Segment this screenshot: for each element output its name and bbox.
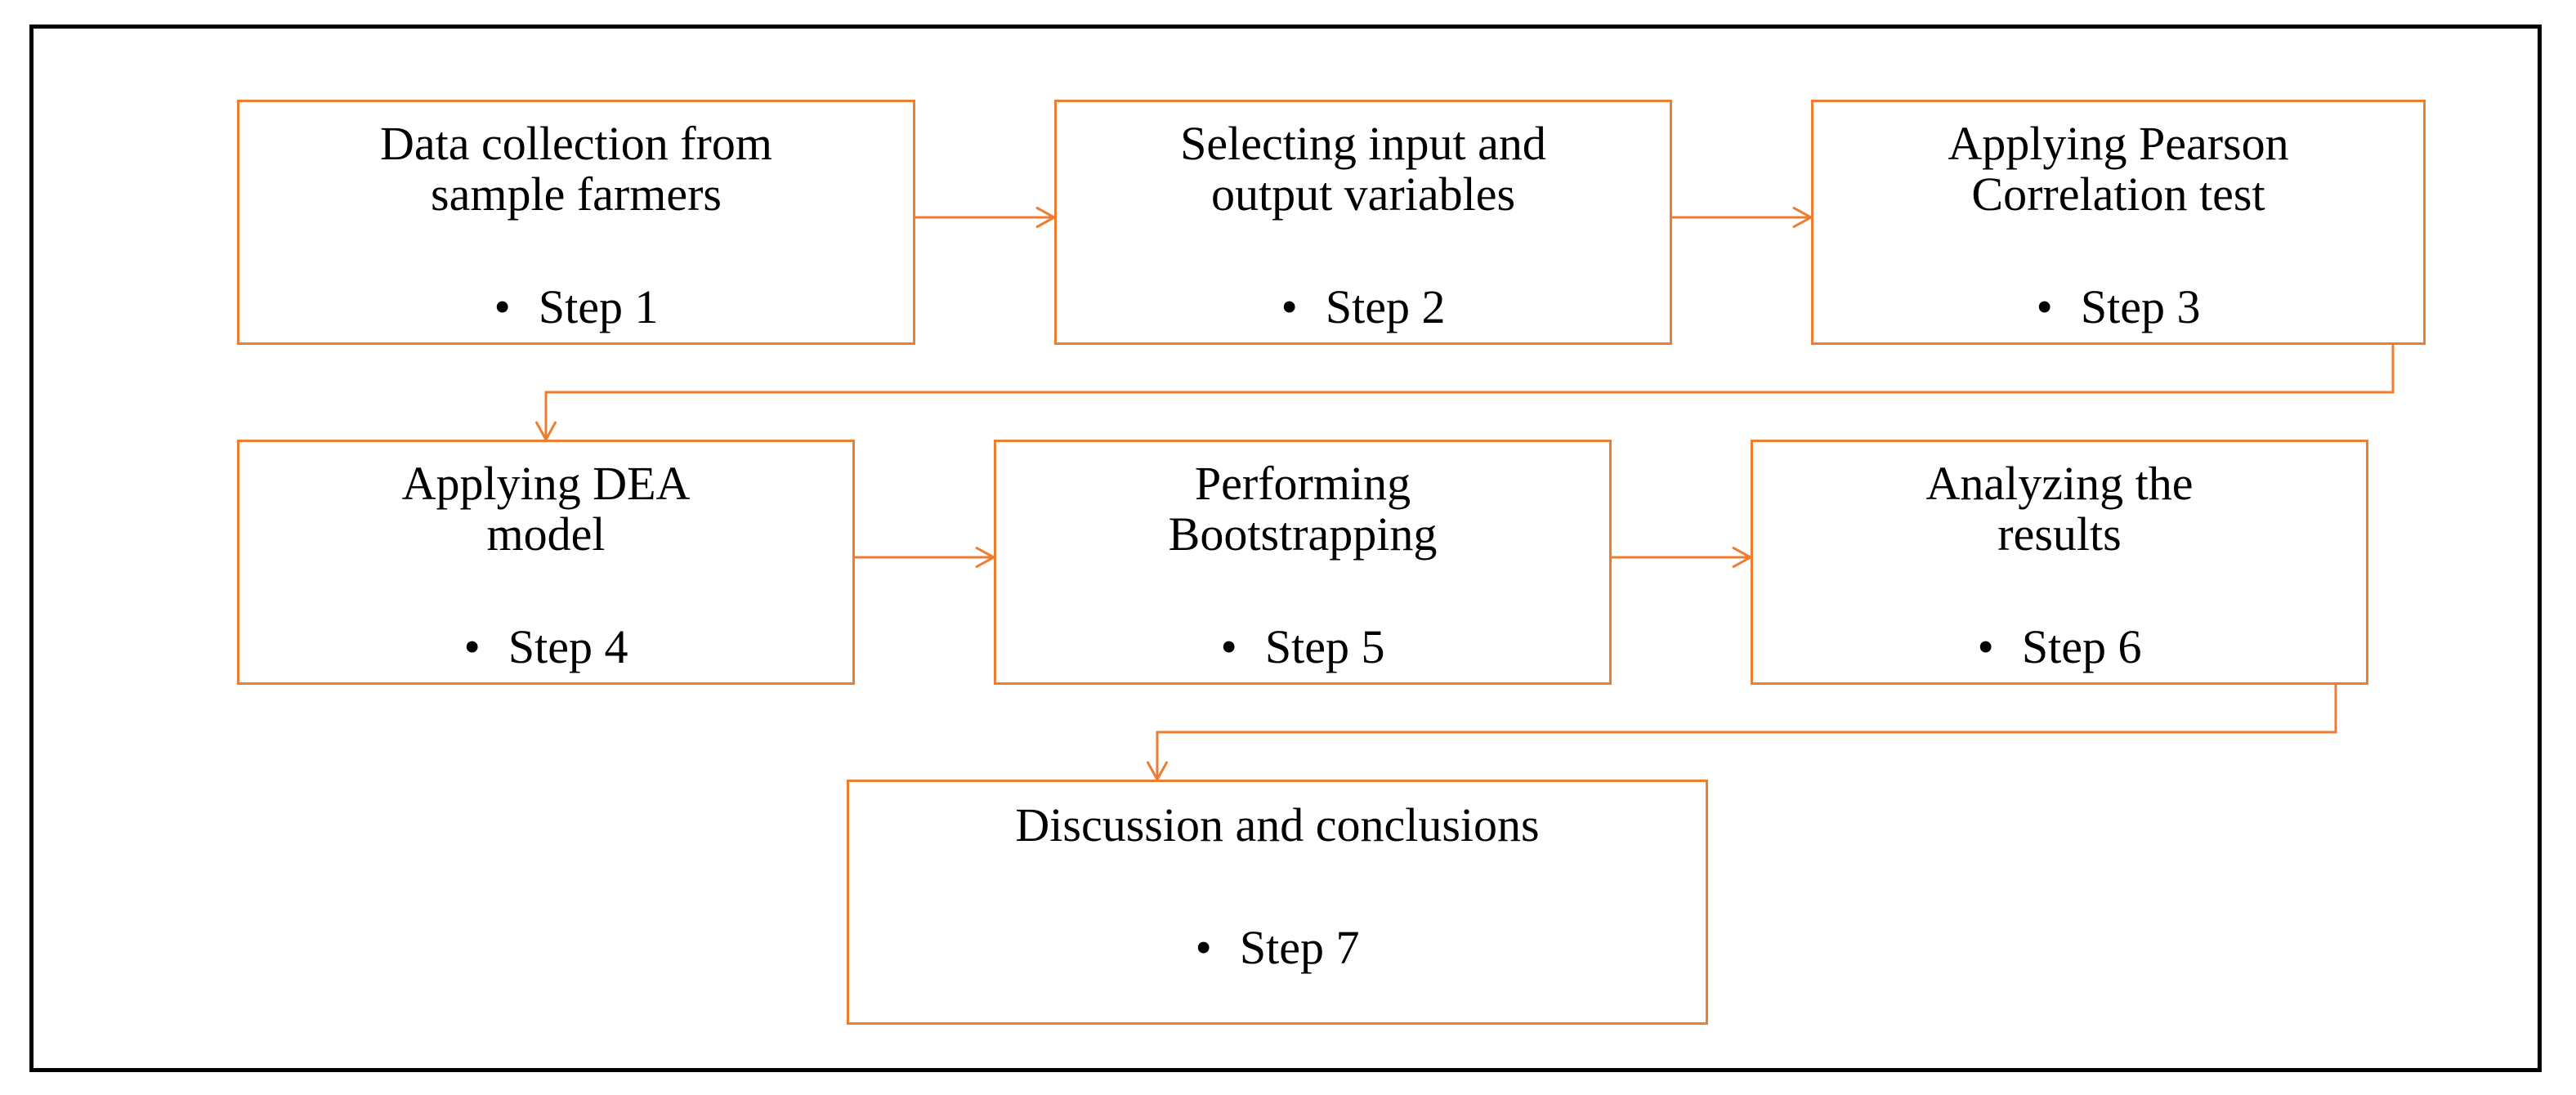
step-1-label-text: Step 1 — [538, 280, 659, 333]
step-2-title: Selecting input and output variables — [1180, 117, 1546, 221]
bullet-icon: • — [1195, 921, 1212, 974]
step-3-title: Applying Pearson Correlation test — [1948, 117, 2289, 221]
step-box-2: Selecting input and output variables • St… — [1054, 100, 1672, 345]
step-box-5: Performing Bootstrapping • Step 5 — [994, 440, 1612, 685]
bullet-icon: • — [2036, 280, 2053, 333]
bullet-icon: • — [463, 620, 481, 673]
step-1-label: • Step 1 — [239, 282, 913, 333]
step-box-3: Applying Pearson Correlation test • Step … — [1811, 100, 2426, 345]
step-6-label-text: Step 6 — [2021, 620, 2142, 673]
bullet-icon: • — [1281, 280, 1298, 333]
step-3-label-text: Step 3 — [2080, 280, 2201, 333]
step-1-title: Data collection from sample farmers — [380, 117, 772, 221]
step-box-7: Discussion and conclusions • Step 7 — [847, 780, 1708, 1025]
step-5-label: • Step 5 — [996, 622, 1609, 673]
step-box-4: Applying DEA model • Step 4 — [237, 440, 855, 685]
connector-6 — [1156, 685, 2337, 780]
step-3-label: • Step 3 — [1813, 282, 2423, 333]
step-6-title: Analyzing the results — [1925, 457, 2194, 561]
connector-3 — [544, 345, 2395, 440]
diagram-frame — [29, 25, 2542, 1072]
step-4-label-text: Step 4 — [508, 620, 628, 673]
step-4-label: • Step 4 — [239, 622, 852, 673]
bullet-icon: • — [494, 280, 511, 333]
bullet-icon: • — [1220, 620, 1237, 673]
step-6-label: • Step 6 — [1753, 622, 2366, 673]
step-box-1: Data collection from sample farmers • Ste… — [237, 100, 915, 345]
step-7-label-text: Step 7 — [1239, 921, 1360, 974]
step-5-title: Performing Bootstrapping — [1168, 457, 1438, 561]
step-box-6: Analyzing the results • Step 6 — [1751, 440, 2368, 685]
bullet-icon: • — [1977, 620, 1994, 673]
step-4-title: Applying DEA model — [401, 457, 691, 561]
step-7-title: Discussion and conclusions — [1015, 798, 1540, 851]
step-7-label: • Step 7 — [849, 923, 1706, 973]
step-5-label-text: Step 5 — [1264, 620, 1385, 673]
step-2-label-text: Step 2 — [1325, 280, 1446, 333]
step-2-label: • Step 2 — [1057, 282, 1670, 333]
